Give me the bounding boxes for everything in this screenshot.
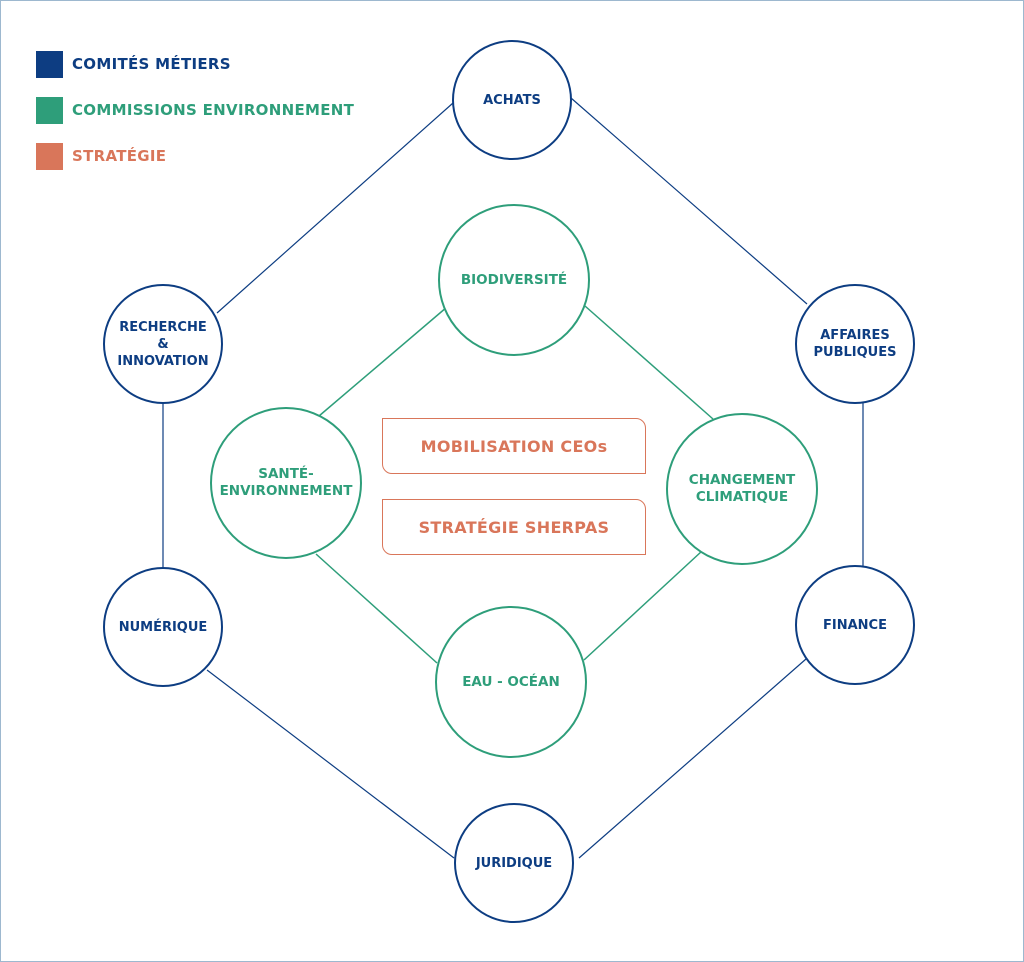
legend-item-comites-metiers: COMITÉS MÉTIERS: [36, 50, 231, 78]
legend-swatch-strategie: [36, 142, 63, 170]
node-changement-climatique-label: CHANGEMENT CLIMATIQUE: [688, 472, 796, 505]
node-sante-environnement[interactable]: SANTÉ- ENVIRONNEMENT: [210, 407, 362, 559]
node-finance-label: FINANCE: [823, 617, 887, 633]
strategy-box-sherpas[interactable]: STRATÉGIE SHERPAS: [382, 499, 646, 555]
node-biodiversite-label: BIODIVERSITÉ: [460, 271, 568, 288]
node-achats[interactable]: ACHATS: [452, 40, 572, 160]
node-numerique[interactable]: NUMÉRIQUE: [103, 567, 223, 687]
legend-item-strategie: STRATÉGIE: [36, 142, 167, 170]
legend-label-strategie: STRATÉGIE: [72, 147, 167, 165]
node-achats-label: ACHATS: [483, 92, 541, 108]
strategy-box-mobilisation[interactable]: MOBILISATION CEOs: [382, 418, 646, 474]
node-juridique-label: JURIDIQUE: [475, 855, 553, 871]
node-juridique[interactable]: JURIDIQUE: [454, 803, 574, 923]
legend-swatch-metiers: [36, 50, 63, 78]
node-recherche-innovation-label: RECHERCHE & INNOVATION: [117, 319, 209, 369]
strategy-mobilisation-label: MOBILISATION CEOs: [420, 436, 608, 456]
legend-label-metiers: COMITÉS MÉTIERS: [72, 55, 231, 73]
link-sante-biodiversite: [318, 306, 448, 417]
link-changement-eau: [583, 550, 703, 661]
link-eau-sante: [315, 553, 438, 664]
node-sante-environnement-label: SANTÉ- ENVIRONNEMENT: [219, 466, 353, 499]
node-biodiversite[interactable]: BIODIVERSITÉ: [438, 204, 590, 356]
node-finance[interactable]: FINANCE: [795, 565, 915, 685]
node-numerique-label: NUMÉRIQUE: [118, 619, 208, 635]
node-recherche-innovation[interactable]: RECHERCHE & INNOVATION: [103, 284, 223, 404]
legend-swatch-environnement: [36, 96, 63, 124]
node-changement-climatique[interactable]: CHANGEMENT CLIMATIQUE: [666, 413, 818, 565]
legend-item-commissions-environnement: COMMISSIONS ENVIRONNEMENT: [36, 96, 355, 124]
link-finance-juridique: [578, 658, 807, 859]
link-recherche-achats: [216, 102, 454, 314]
node-eau-ocean[interactable]: EAU - OCÉAN: [435, 606, 587, 758]
node-affaires-publiques-label: AFFAIRES PUBLIQUES: [813, 328, 897, 360]
legend-label-environnement: COMMISSIONS ENVIRONNEMENT: [72, 101, 355, 119]
link-juridique-numerique: [206, 669, 455, 859]
node-affaires-publiques[interactable]: AFFAIRES PUBLIQUES: [795, 284, 915, 404]
strategy-sherpas-label: STRATÉGIE SHERPAS: [418, 517, 610, 537]
node-eau-ocean-label: EAU - OCÉAN: [462, 673, 560, 690]
link-biodiversite-changement: [584, 305, 714, 420]
link-achats-affaires-publiques: [570, 97, 808, 305]
